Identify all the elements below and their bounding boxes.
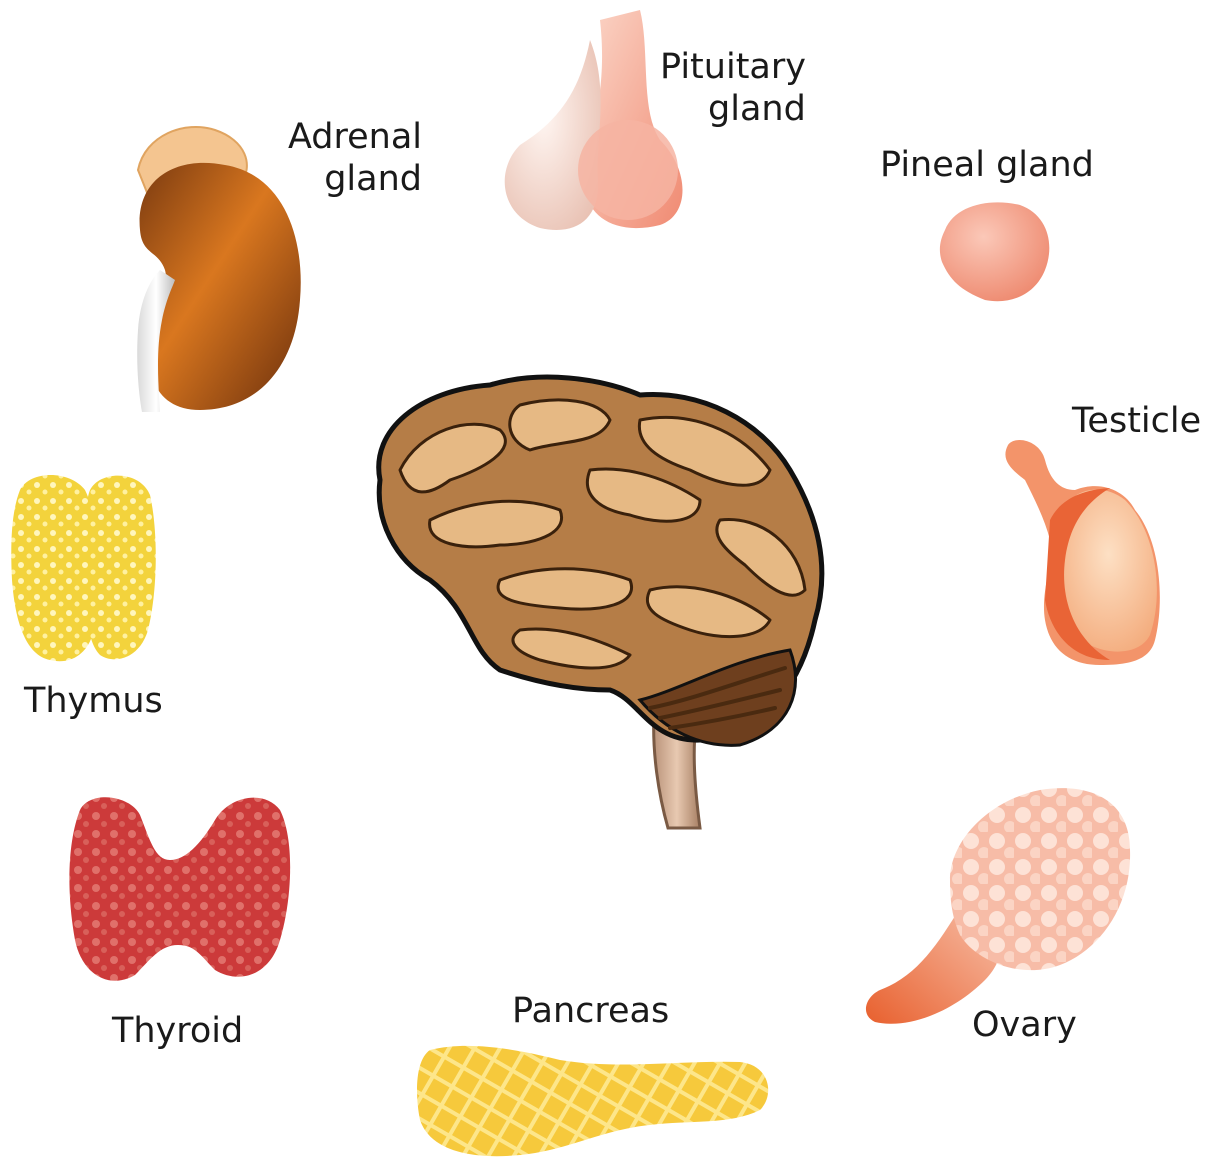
pituitary-gland-icon: [505, 10, 683, 230]
brain-icon: [379, 377, 822, 828]
adrenal-gland-label: Adrenal gland: [270, 116, 422, 200]
ovary-label: Ovary: [972, 1004, 1077, 1046]
thymus-icon: [11, 475, 155, 661]
pituitary-label-line2: gland: [660, 88, 806, 130]
pituitary-label-line1: Pituitary: [660, 46, 806, 88]
testicle-icon: [1005, 440, 1159, 665]
pancreas-label: Pancreas: [512, 990, 669, 1032]
thyroid-icon: [69, 797, 290, 981]
thyroid-label: Thyroid: [112, 1010, 243, 1052]
adrenal-label-line1: Adrenal: [270, 116, 422, 158]
pineal-gland-label: Pineal gland: [880, 144, 1094, 186]
testicle-label: Testicle: [1072, 400, 1201, 442]
adrenal-label-line2: gland: [270, 158, 422, 200]
ovary-icon: [866, 788, 1130, 1024]
pineal-gland-icon: [940, 202, 1049, 301]
pituitary-gland-label: Pituitary gland: [660, 46, 806, 130]
thymus-label: Thymus: [24, 680, 163, 722]
pancreas-icon: [417, 1046, 768, 1156]
